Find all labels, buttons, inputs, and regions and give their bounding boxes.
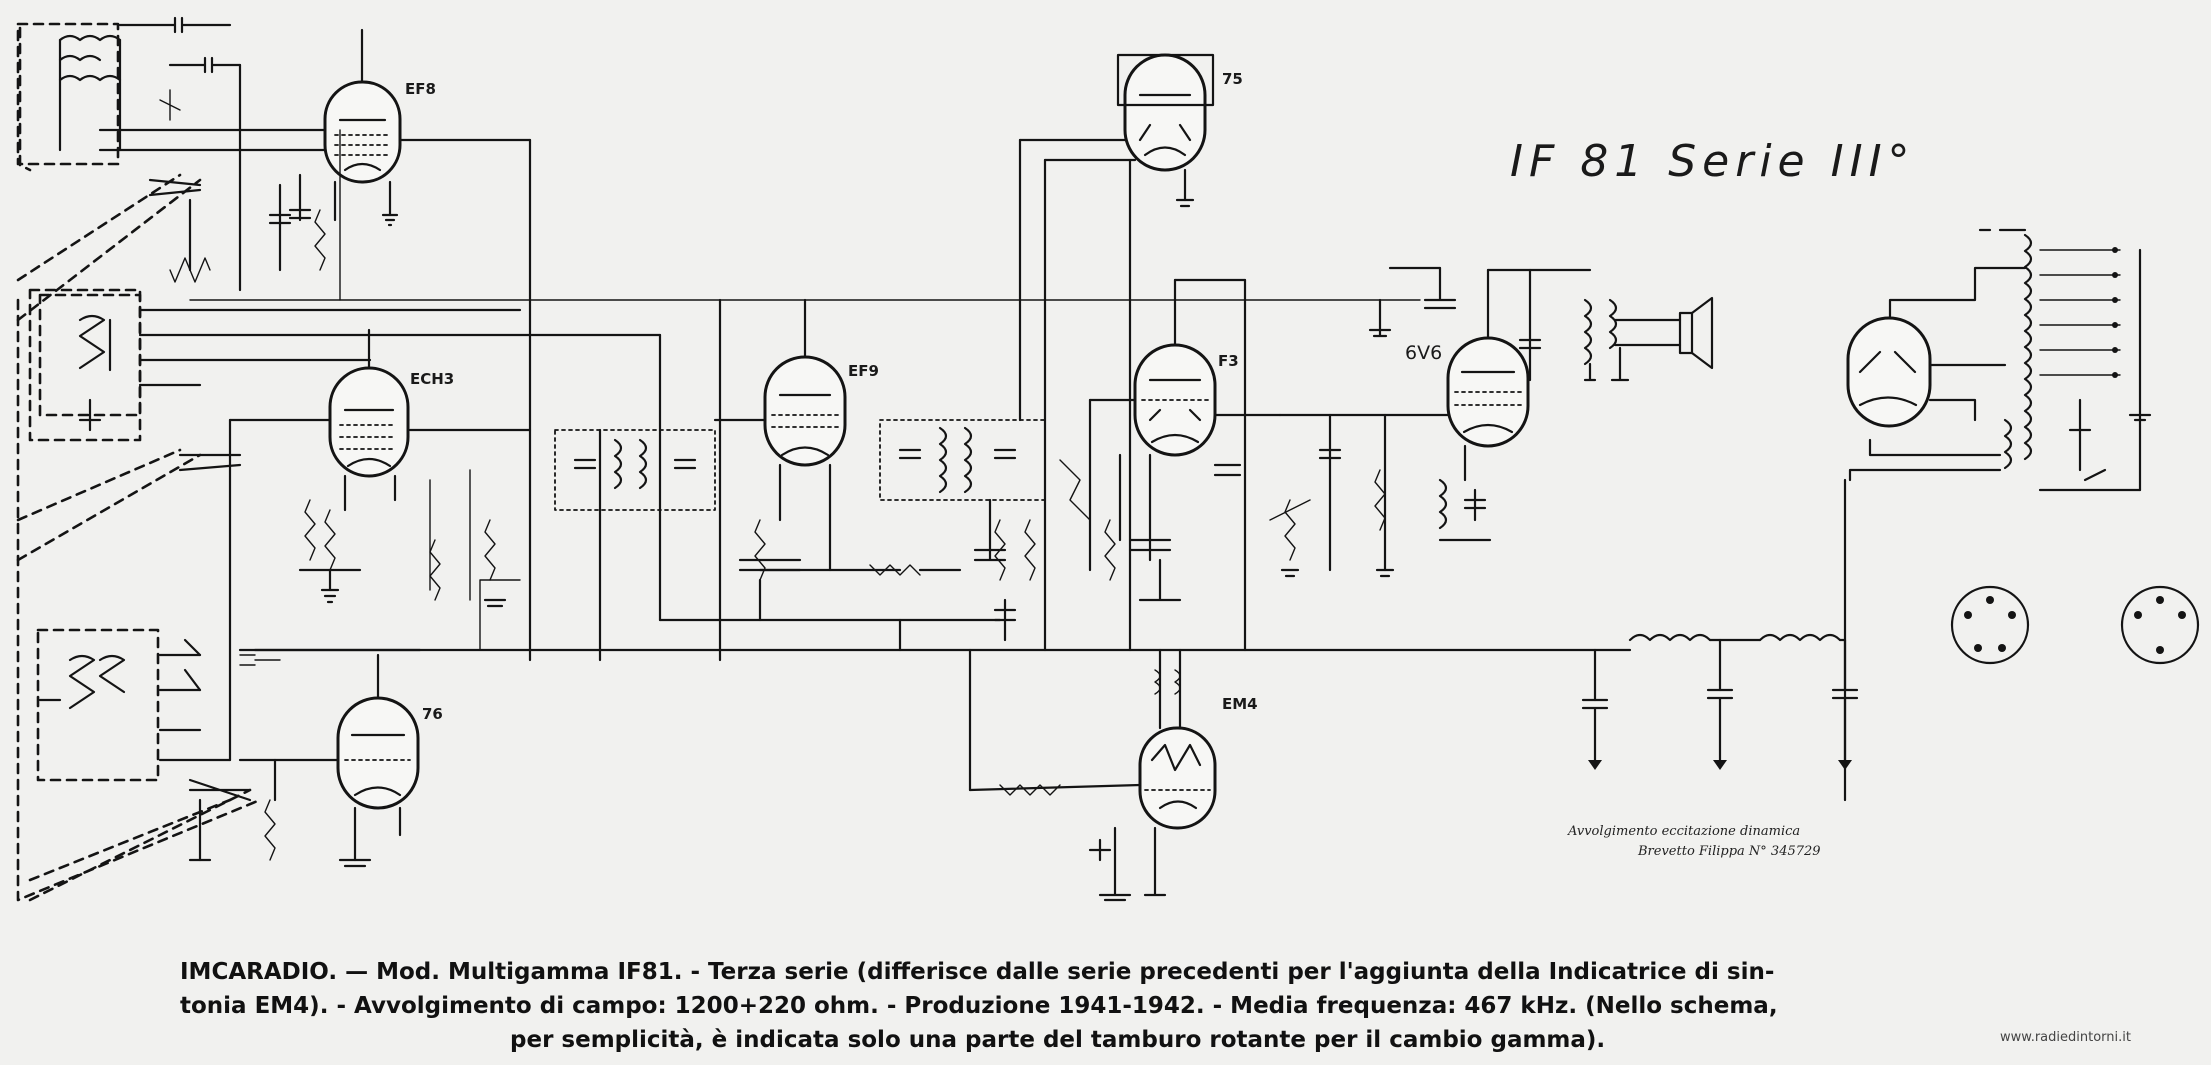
- caption-line-2: tonia EM4). - Avvolgimento di campo: 120…: [180, 993, 1778, 1019]
- if-transformer-2: [879, 138, 1137, 652]
- tube-em4: [968, 648, 1217, 902]
- tube-label-em4: EM4: [1222, 695, 1258, 713]
- socket-pinout-2: [2120, 585, 2200, 665]
- band-switch-drum: [16, 22, 262, 902]
- tube-ef8: [268, 28, 532, 272]
- tube-label-ech3: ECH3: [410, 370, 455, 388]
- tube-75: [1116, 53, 1215, 208]
- tube-f3: [1059, 278, 1282, 652]
- tube-ef9: [713, 298, 962, 622]
- bottom-coil-block: [38, 638, 252, 862]
- output-transformer-speaker: [1583, 296, 1714, 382]
- tube-label-ef8: EF8: [405, 80, 436, 98]
- signal-wiring: [189, 129, 1421, 762]
- watermark: www.radiedintorni.it: [2000, 1030, 2131, 1045]
- tube-label-76: 76: [422, 705, 443, 723]
- patent-note-line-2: Brevetto Filippa N° 345729: [1638, 844, 1821, 859]
- tube-label-75: 75: [1222, 70, 1243, 88]
- caption-line-3: per semplicità, è indicata solo una part…: [510, 1027, 1606, 1053]
- oscillator-coil-block: [38, 293, 662, 472]
- tube-label-6v6: 6V6: [1405, 342, 1443, 364]
- tube-label-ef9: EF9: [848, 362, 879, 380]
- antenna-coil-group: [58, 16, 342, 292]
- tube-ech3: [228, 328, 532, 604]
- tube-label-f3: F3: [1218, 352, 1239, 370]
- socket-pinout-1: [1950, 585, 2030, 665]
- voltage-selector-taps: [2038, 247, 2152, 492]
- power-supply-section: [1843, 228, 2152, 802]
- caption: IMCARADIO. — Mod. Multigamma IF81. - Ter…: [180, 955, 2080, 1057]
- tube-6v6: [1269, 266, 1592, 578]
- patent-note-line-1: Avvolgimento eccitazione dinamica: [1568, 824, 1801, 839]
- diagram-title: IF 81 Serie III°: [1510, 136, 1916, 187]
- patent-note: Avvolgimento eccitazione dinamica Brevet…: [1568, 822, 1928, 862]
- tube-76: [238, 648, 422, 868]
- filter-section: [238, 158, 1859, 770]
- if-transformer-1: [528, 138, 722, 662]
- caption-line-1: IMCARADIO. — Mod. Multigamma IF81. - Ter…: [180, 959, 1775, 985]
